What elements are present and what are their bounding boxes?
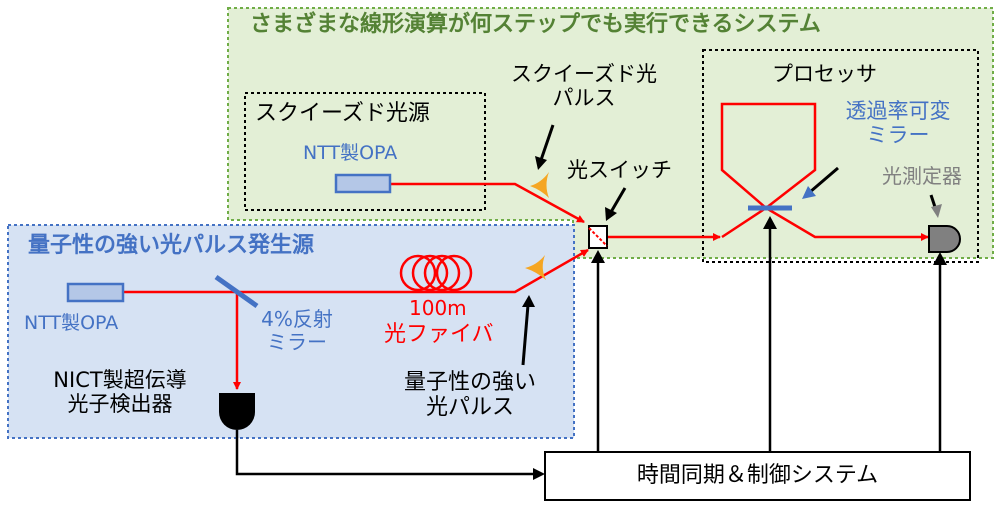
quantum-source-title: 量子性の強い光パルス発生源 — [28, 233, 315, 258]
processor-loop — [720, 102, 929, 241]
beam-quantum — [123, 248, 589, 294]
opa-top-label: NTT製OPA — [303, 142, 398, 164]
opa-bottom-label: NTT製OPA — [24, 312, 119, 334]
quantum-pulse-marker — [525, 255, 546, 280]
squeezed-pulse-label: スクイーズド光 パルス — [488, 62, 680, 110]
squeezed-source-title: スクイーズド光源 — [255, 101, 430, 126]
fiber-coil — [399, 254, 473, 292]
optical-switch-path — [588, 227, 608, 247]
blue-region — [7, 224, 575, 439]
reflect-mirror-line1: 4%反射 — [261, 307, 333, 331]
squeezed-pulse-line1: スクイーズド光 — [511, 62, 657, 86]
opa-bottom-crystal — [66, 282, 125, 303]
optical-detector — [928, 225, 961, 253]
control-lines — [235, 227, 942, 476]
variable-mirror-label: 透過率可変 ミラー — [823, 99, 973, 147]
control-system-label: 時間同期＆制御システム — [636, 463, 879, 488]
optical-switch-label: 光スイッチ — [567, 158, 672, 182]
quantum-pulse-label: 量子性の強い 光パルス — [384, 370, 556, 421]
reflect-mirror-label: 4%反射 ミラー — [242, 308, 352, 354]
reflect-mirror-line2: ミラー — [267, 330, 327, 354]
fiber-label: 光ファイバ — [384, 322, 494, 347]
beam-squeezed — [390, 182, 585, 224]
processor-title: プロセッサ — [772, 62, 877, 86]
squeezed-pulse-marker — [530, 172, 549, 198]
callout-arrowheads — [522, 156, 942, 307]
opa-top-crystal — [334, 173, 392, 194]
nict-line2: 光子検出器 — [67, 392, 173, 417]
quantum-pulse-line2: 光パルス — [425, 395, 514, 421]
nict-detector-label: NICT製超伝導 光子検出器 — [32, 368, 208, 416]
variable-mirror-line1: 透過率可変 — [845, 99, 951, 123]
optical-detector-label: 光測定器 — [882, 164, 962, 188]
control-arrowheads — [533, 216, 947, 480]
quantum-pulse-line1: 量子性の強い — [403, 370, 536, 395]
nict-detector — [219, 393, 255, 430]
fiber-length-label: 100m — [409, 296, 467, 320]
processor-box — [702, 49, 979, 263]
squeezed-pulse-line2: パルス — [552, 86, 616, 111]
nict-line1: NICT製超伝導 — [53, 368, 187, 392]
variable-mirror-line2: ミラー — [866, 123, 930, 148]
squeezed-source-box — [244, 92, 486, 211]
reflect-mirror — [214, 274, 259, 309]
system-title: さまざまな線形演算が何ステップでも実行できるシステム — [250, 12, 821, 37]
control-system-box — [544, 451, 971, 501]
